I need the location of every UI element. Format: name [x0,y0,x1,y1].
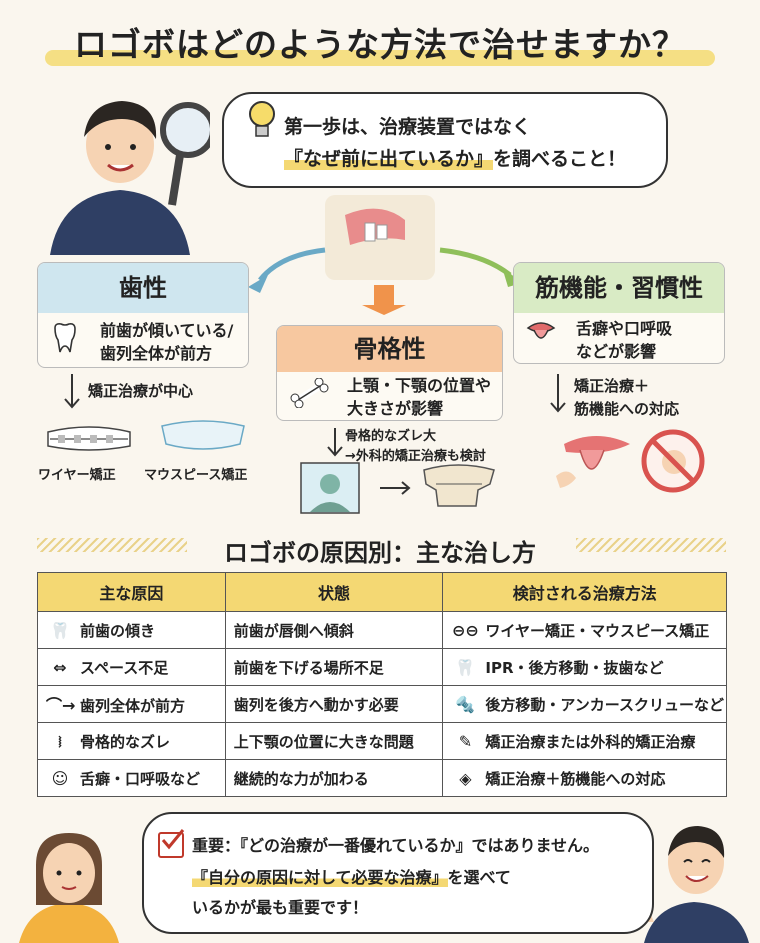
skeletal-note1: 骨格的なズレ大 [345,429,437,444]
important-line1: 『どの治療が一番優れているか』ではありません。 [240,836,600,855]
muscle-icon: ◈ [459,768,472,788]
braces-icon: ⊖⊖ [451,620,479,640]
arch-icon: ⌒→ [46,696,76,715]
important-label: 重要： [192,836,241,855]
row-state: 上下顎の位置に大きな問題 [224,722,444,760]
row-treatment: 矯正治療または外科的矯正治療 [485,732,696,751]
cause-card-teeth: 歯性 前歯が傾いている/ 歯列全体が前方 [37,262,249,368]
surgeon-icon [300,462,360,514]
row-cause: 骨格的なズレ [80,732,171,751]
row-treatment: 矯正治療＋筋機能への対応 [485,769,666,788]
right-arrow-icon [380,481,411,495]
intro-highlight: 『なぜ前に出ているか』 [284,148,494,170]
cause-card-muscle: 筋機能・習慣性 舌癖や口呼吸 などが影響 [513,262,725,364]
option-wire: ワイヤー矯正 [38,468,116,483]
table-header: 状態 [224,572,444,612]
row-state: 前歯が唇側へ傾斜 [224,611,444,649]
cause-card-skeletal: 骨格性 上顎・下顎の位置や 大きさが影響 [276,325,503,421]
doctor-illustration [50,101,210,255]
row-treatment: IPR・後方移動・抜歯など [485,658,664,677]
row-state: 歯列を後方へ動かす必要 [224,685,444,723]
table-row: ☺ 舌癖・口呼吸など 継続的な力が加わる ◈ 矯正治療＋筋機能への対応 [37,759,727,797]
treatment-table: 主な原因 状態 検討される治療方法 🦷 前歯の傾き 前歯が唇側へ傾斜 ⊖⊖ ワイヤー… [37,572,727,797]
intro-line2: を調べること！ [493,148,627,170]
screw-icon: 🔩 [455,694,476,714]
section-hatch-left [37,538,187,552]
cause-muscle-desc1: 舌癖や口呼吸 [576,319,673,338]
cause-muscle-title: 筋機能・習慣性 [514,263,724,313]
table-title: ロゴボの原因別：主な治し方 [224,539,536,567]
cause-muscle-desc2: などが影響 [576,342,657,361]
important-line3: いるかが最も重要です！ [192,898,369,917]
table-row: ⧘ 骨格的なズレ 上下顎の位置に大きな問題 ✎ 矯正治療または外科的矯正治療 [37,722,727,760]
table-header-row: 主な原因 状態 検討される治療方法 [37,572,727,612]
tongue-exercise-illustration [556,436,630,488]
section-hatch-right [576,538,726,552]
spine-icon: ⧘ [58,731,62,751]
important-highlight: 『自分の原因に対して必要な治療』 [192,868,448,887]
cause-teeth-desc1: 前歯が傾いている/ [100,321,234,340]
row-cause: スペース不足 [80,658,169,677]
cause-skeletal-desc1: 上顎・下顎の位置や [347,376,492,395]
intro-bubble: 第一歩は、治療装置ではなく 『なぜ前に出ているか』を調べること！ [222,92,668,188]
table-row: ⌒→歯列全体が前方 歯列を後方へ動かす必要 🔩 後方移動・アンカースクリューなど [37,685,727,723]
branch-arrows [248,247,522,315]
muscle-down-arrow [550,374,566,413]
mouth-illustration [325,195,435,280]
row-cause: 舌癖・口呼吸など [80,769,201,788]
doctor-pointing-illustration [624,826,749,943]
cause-skeletal-title: 骨格性 [277,326,502,372]
row-cause: 前歯の傾き [80,621,156,640]
table-header: 主な原因 [37,572,226,612]
table-row: ⇔ スペース不足 前歯を下げる場所不足 🦷 IPR・後方移動・抜歯など [37,648,727,686]
tongue-icon [526,322,556,339]
tooth-icon [54,323,76,353]
scalpel-icon: ✎ [458,731,473,751]
row-state: 前歯を下げる場所不足 [224,648,444,686]
table-row: 🦷 前歯の傾き 前歯が唇側へ傾斜 ⊖⊖ ワイヤー矯正・マウスピース矯正 [37,611,727,649]
braces-illustration [47,426,131,451]
head-icon: ☺ [51,768,69,788]
option-mouthpiece: マウスピース矯正 [144,468,248,483]
mouthpiece-illustration [161,420,245,450]
intro-line1: 第一歩は、治療装置ではなく [284,116,532,138]
checkbox-icon [158,829,185,858]
cause-skeletal-desc2: 大きさが影響 [347,399,444,418]
skeletal-down-arrow [327,428,343,457]
bone-icon [290,378,329,408]
row-cause: 歯列全体が前方 [80,697,186,715]
space-icon: ⇔ [53,657,67,677]
row-treatment: ワイヤー矯正・マウスピース矯正 [485,621,710,640]
row-treatment: 後方移動・アンカースクリューなど [485,695,725,714]
cause-teeth-desc2: 歯列全体が前方 [100,344,213,363]
cause-teeth-title: 歯性 [38,263,248,313]
page-title: ロゴボはどのような方法で治せますか？ [74,25,686,64]
woman-illustration [19,833,119,943]
muscle-arrow-text2: 筋機能への対応 [574,400,680,418]
title-highlight [45,50,715,66]
jaw-bone-illustration [423,464,495,507]
tooth-icon: 🦷 [50,620,70,640]
important-bubble: 重要：『どの治療が一番優れているか』ではありません。 『自分の原因に対して必要な… [142,812,654,934]
teeth-down-arrow [64,374,80,409]
teeth-arrow-text: 矯正治療が中心 [88,382,194,400]
tooth-icon: 🦷 [455,657,476,677]
muscle-arrow-text1: 矯正治療＋ [574,377,650,395]
table-header: 検討される治療方法 [442,572,727,612]
important-line2: を選べて [447,868,511,887]
row-state: 継続的な力が加わる [224,759,444,797]
no-mouth-breathing-icon [641,429,705,493]
skeletal-note2: →外科的矯正治療も検討 [345,449,486,464]
lightbulb-icon [249,101,275,137]
